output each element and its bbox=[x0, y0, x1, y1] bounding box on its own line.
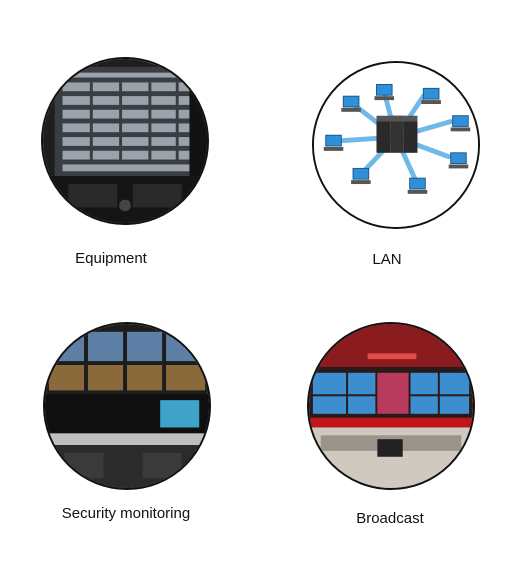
server-rack-icon bbox=[43, 59, 207, 223]
lan-label: LAN bbox=[372, 251, 402, 268]
security-monitoring-image bbox=[43, 322, 211, 490]
broadcast-studio-icon bbox=[309, 324, 473, 488]
broadcast-label: Broadcast bbox=[356, 510, 424, 527]
control-room-monitors-icon bbox=[45, 324, 209, 488]
equipment-label: Equipment bbox=[75, 250, 147, 267]
broadcast-image bbox=[307, 322, 475, 490]
equipment-image bbox=[41, 57, 209, 225]
network-diagram-icon bbox=[314, 63, 478, 227]
lan-image bbox=[312, 61, 480, 229]
security-monitoring-label: Security monitoring bbox=[61, 505, 191, 522]
